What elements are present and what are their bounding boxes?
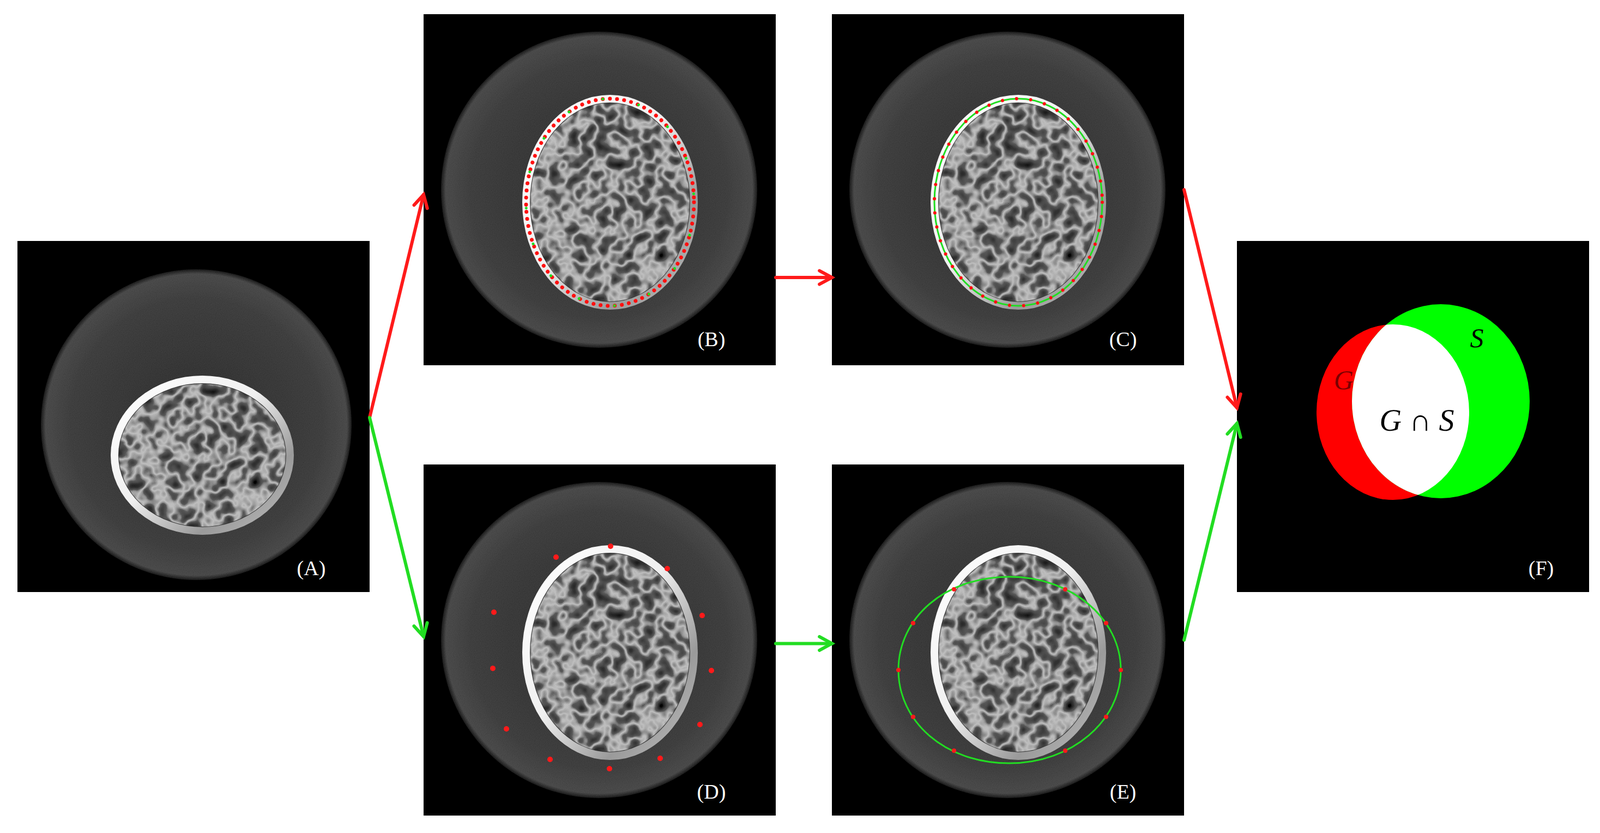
panel-label: (E) [1109, 780, 1137, 804]
flow-arrow [369, 194, 424, 418]
arrow-line [1184, 189, 1237, 408]
arrow-head [1227, 394, 1241, 408]
flow-arrow [775, 643, 832, 644]
panel-label: (F) [1528, 557, 1554, 581]
label-holder: G [1333, 365, 1354, 396]
label-holder: (B) [697, 328, 726, 352]
arrow-line [775, 275, 832, 280]
region-label: G ∩ S [1379, 403, 1455, 438]
image-panel: G S G ∩ S (F) [1236, 240, 1590, 593]
panel-label: (D) [697, 780, 727, 804]
flow-arrow [369, 417, 424, 637]
label-holder: (F) [1528, 557, 1554, 581]
flow-arrow [775, 277, 832, 279]
panel-label: (A) [297, 557, 326, 581]
image-panel: (C) [831, 14, 1185, 366]
label-holder: (D) [697, 780, 727, 804]
arrow-head [1227, 423, 1241, 438]
arrow-line [775, 641, 832, 645]
region-label: G [1333, 365, 1354, 396]
label-holder: (C) [1109, 328, 1138, 352]
image-panel: (A) [17, 240, 370, 593]
flow-arrow [1184, 189, 1237, 408]
arrow-line [1184, 423, 1237, 640]
arrow-head [414, 194, 428, 209]
label-holder: (A) [297, 557, 326, 581]
arrow-line [369, 417, 424, 637]
region-label: S [1470, 323, 1484, 354]
arrow-line [369, 194, 424, 418]
image-panel: (E) [831, 464, 1185, 816]
label-holder: S [1470, 323, 1484, 354]
arrow-head [819, 270, 832, 285]
label-holder: G ∩ S [1379, 403, 1455, 438]
image-panel: (B) [423, 14, 776, 366]
panel-label: (C) [1109, 328, 1138, 352]
flow-arrow [1184, 423, 1237, 640]
image-panel: (D) [423, 464, 776, 816]
panel-label: (B) [697, 328, 726, 352]
label-holder: (E) [1109, 780, 1137, 804]
arrow-head [819, 636, 832, 651]
arrow-head [413, 622, 427, 637]
